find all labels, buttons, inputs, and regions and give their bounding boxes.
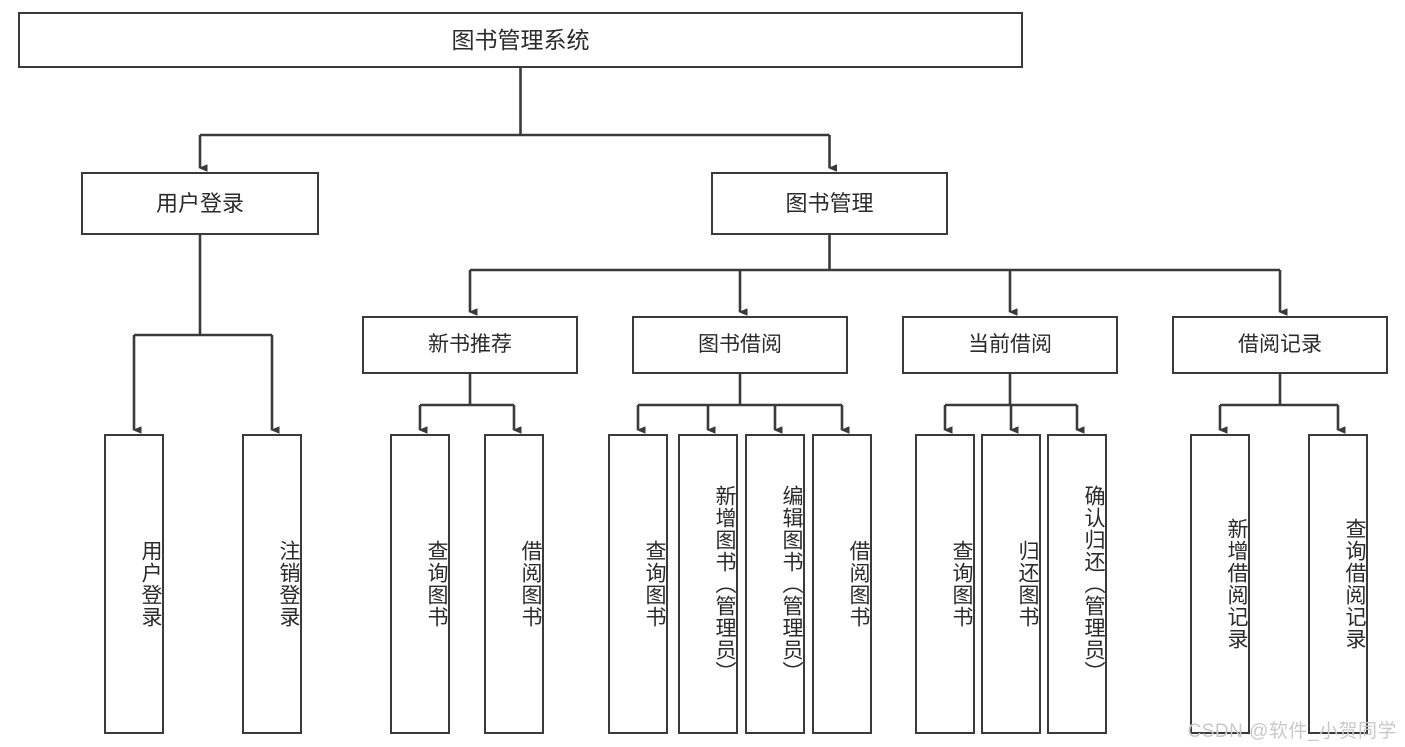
node-label: 查询图书 [643, 540, 666, 628]
leaf-node-12[interactable]: 查询借阅记录 [1308, 434, 1368, 734]
node-label: 借阅记录 [1238, 332, 1322, 356]
node-label: 借阅图书 [519, 540, 542, 628]
node-label: 新书推荐 [428, 332, 512, 356]
level2-node-0[interactable]: 新书推荐 [362, 316, 578, 374]
node-label: 用户登录 [155, 190, 244, 216]
node-label: 图书管理系统 [451, 26, 590, 53]
node-label: 归还图书 [1016, 540, 1039, 628]
leaf-node-8[interactable]: 查询图书 [915, 434, 975, 734]
node-label: 图书借阅 [698, 332, 782, 356]
leaf-node-4[interactable]: 查询图书 [608, 434, 668, 734]
node-label: 图书管理 [785, 190, 874, 216]
level2-node-1[interactable]: 图书借阅 [632, 316, 848, 374]
level2-node-3[interactable]: 借阅记录 [1172, 316, 1388, 374]
leaf-node-3[interactable]: 借阅图书 [484, 434, 544, 734]
leaf-node-7[interactable]: 借阅图书 [812, 434, 872, 734]
leaf-node-1[interactable]: 注销登录 [242, 434, 302, 734]
node-label: 查询借阅记录 [1343, 518, 1366, 650]
level2-node-2[interactable]: 当前借阅 [902, 316, 1118, 374]
node-label: 用户登录 [139, 540, 162, 628]
watermark-text: CSDN @软件_小贺同学 [1187, 721, 1397, 742]
node-label: 新增借阅记录 [1225, 518, 1248, 650]
leaf-node-9[interactable]: 归还图书 [981, 434, 1041, 734]
level1-node-1[interactable]: 图书管理 [711, 172, 948, 235]
leaf-node-11[interactable]: 新增借阅记录 [1190, 434, 1250, 734]
leaf-node-0[interactable]: 用户登录 [104, 434, 164, 734]
node-label: 注销登录 [277, 540, 300, 628]
root-node-0[interactable]: 图书管理系统 [18, 12, 1023, 68]
level1-node-0[interactable]: 用户登录 [81, 172, 319, 235]
node-label: 确认归还（管理员） [1082, 485, 1105, 683]
leaf-node-2[interactable]: 查询图书 [390, 434, 450, 734]
node-label: 当前借阅 [968, 332, 1052, 356]
node-label: 新增图书（管理员） [713, 485, 736, 683]
node-label: 借阅图书 [847, 540, 870, 628]
leaf-node-6[interactable]: 编辑图书（管理员） [745, 434, 805, 734]
node-label: 查询图书 [425, 540, 448, 628]
node-label: 编辑图书（管理员） [780, 485, 803, 683]
leaf-node-5[interactable]: 新增图书（管理员） [678, 434, 738, 734]
leaf-node-10[interactable]: 确认归还（管理员） [1047, 434, 1107, 734]
node-label: 查询图书 [950, 540, 973, 628]
